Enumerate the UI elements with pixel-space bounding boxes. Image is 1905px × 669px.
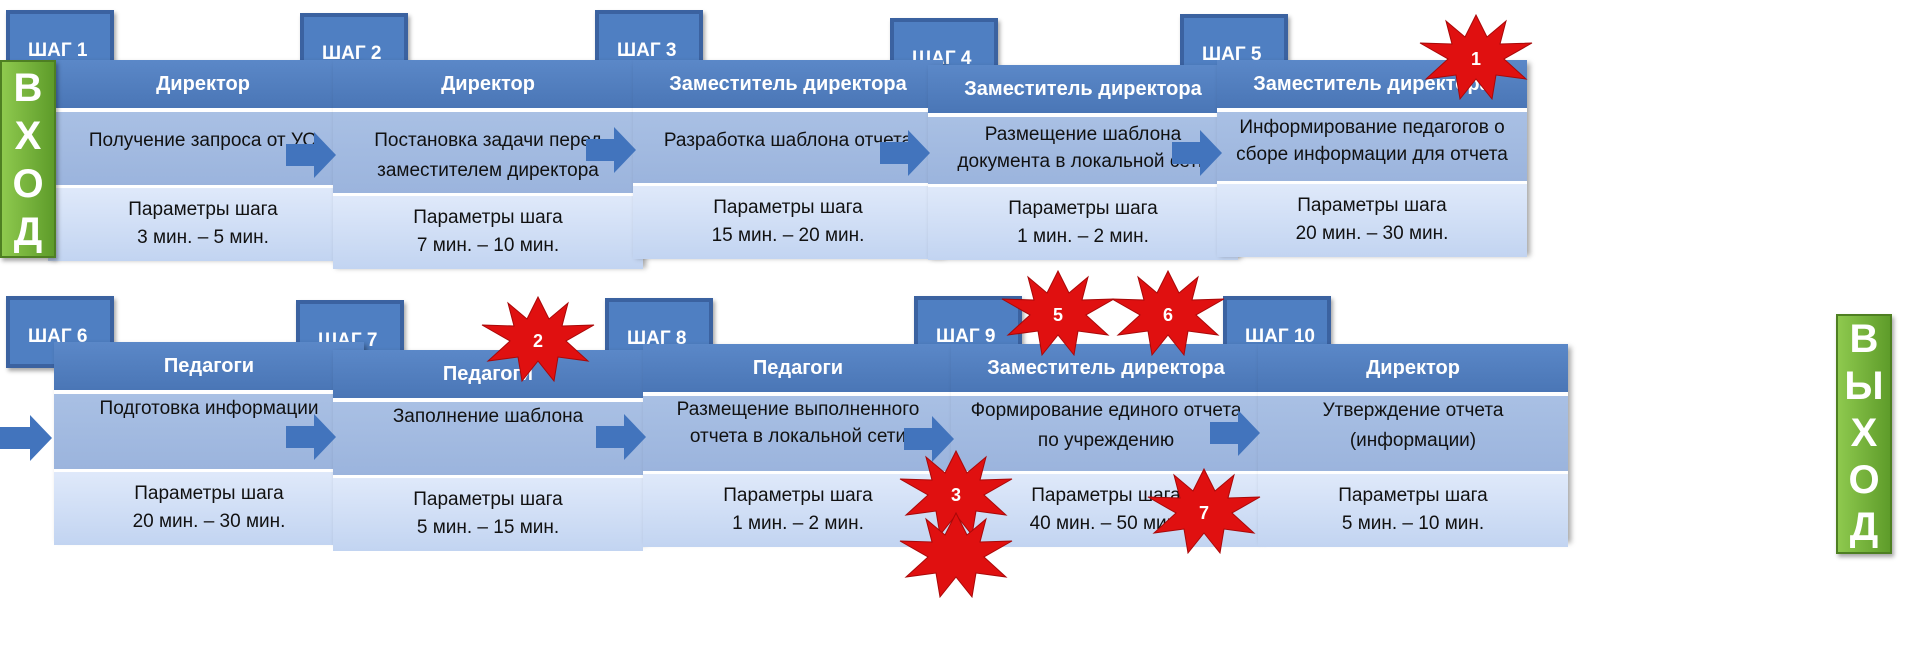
marker-7-icon: 7 xyxy=(1147,467,1261,555)
exit-letter: В xyxy=(1849,317,1879,361)
step-parameters: Параметры шага 5 мин. – 10 мин. xyxy=(1258,474,1568,547)
exit-letter: Д xyxy=(1849,505,1879,549)
step-parameters: Параметры шага 5 мин. – 15 мин. xyxy=(333,478,643,551)
step-time: 40 мин. – 50 мин. xyxy=(1029,513,1183,534)
step-role: Педагоги xyxy=(333,350,643,402)
step-6-card: Педагоги Подготовка информации Параметры… xyxy=(54,342,364,545)
step-parameters: Параметры шага 3 мин. – 5 мин. xyxy=(48,188,358,261)
step-time: 20 мин. – 30 мин. xyxy=(132,511,286,532)
exit-bar: В Ы Х О Д xyxy=(1836,314,1892,554)
params-label: Параметры шага xyxy=(413,207,563,228)
step-role: Заместитель директора xyxy=(928,65,1238,117)
arrow-step4-to-5 xyxy=(1172,130,1222,176)
step-tab-label: ШАГ 9 xyxy=(936,326,996,347)
marker-1-icon: 1 xyxy=(1419,13,1533,101)
exit-letter: Х xyxy=(1850,411,1878,455)
step-tab-label: ШАГ 6 xyxy=(28,326,88,347)
marker-4-icon: 4 xyxy=(899,511,1013,600)
step-7-card: Педагоги Заполнение шаблона Параметры ша… xyxy=(333,350,643,551)
step-time: 20 мин. – 30 мин. xyxy=(1295,223,1449,244)
entry-letter: Д xyxy=(13,210,43,254)
marker-6-icon: 6 xyxy=(1111,269,1225,357)
step-9-card: Заместитель директора Формирование едино… xyxy=(951,344,1261,547)
step-tab-label: ШАГ 3 xyxy=(617,40,677,61)
step-parameters: Параметры шага 15 мин. – 20 мин. xyxy=(633,186,943,259)
step-tab-label: ШАГ 5 xyxy=(1202,44,1262,65)
params-label: Параметры шага xyxy=(1008,198,1158,219)
arrow-step2-to-3 xyxy=(586,127,636,173)
exit-letter: Ы xyxy=(1844,364,1884,408)
step-tab-label: ШАГ 2 xyxy=(322,43,382,64)
marker-number: 4 xyxy=(951,584,961,600)
arrow-step5-to-6 xyxy=(0,415,52,461)
step-time: 7 мин. – 10 мин. xyxy=(416,235,560,256)
step-time: 15 мин. – 20 мин. xyxy=(711,225,865,246)
step-time: 5 мин. – 15 мин. xyxy=(416,517,560,538)
step-tab-label: ШАГ 10 xyxy=(1245,326,1315,347)
exit-letter: О xyxy=(1848,458,1880,502)
arrow-step7-to-8 xyxy=(596,414,646,460)
params-label: Параметры шага xyxy=(713,197,863,218)
step-parameters: Параметры шага 20 мин. – 30 мин. xyxy=(1217,184,1527,257)
step-description: Формирование единого отчета по учреждени… xyxy=(951,396,1261,474)
step-role: Педагоги xyxy=(54,342,364,394)
entry-letter: В xyxy=(13,66,43,110)
marker-number: 5 xyxy=(1053,305,1063,325)
arrow-step9-to-10 xyxy=(1210,410,1260,456)
step-description: Получение запроса от УО xyxy=(48,112,358,188)
step-8-card: Педагоги Размещение выполненного отчета … xyxy=(643,344,953,547)
step-parameters: Параметры шага 1 мин. – 2 мин. xyxy=(643,474,953,547)
marker-number: 3 xyxy=(951,485,961,505)
step-time: 1 мин. – 2 мин. xyxy=(732,513,864,534)
params-label: Параметры шага xyxy=(134,483,284,504)
params-label: Параметры шага xyxy=(1297,195,1447,216)
marker-number: 6 xyxy=(1163,305,1173,325)
marker-number: 7 xyxy=(1199,503,1209,523)
params-label: Параметры шага xyxy=(1338,485,1488,506)
step-role: Педагоги xyxy=(643,344,953,396)
entry-letter: Х xyxy=(14,114,42,158)
arrow-step1-to-2 xyxy=(286,132,336,178)
step-time: 5 мин. – 10 мин. xyxy=(1341,513,1485,534)
step-description: Размещение выполненного отчета в локальн… xyxy=(643,396,953,474)
step-parameters: Параметры шага 1 мин. – 2 мин. xyxy=(928,187,1238,260)
step-role: Заместитель директора xyxy=(633,60,943,112)
step-description: Утверждение отчета (информации) xyxy=(1258,396,1568,474)
step-role: Директор xyxy=(1258,344,1568,396)
step-time: 1 мин. – 2 мин. xyxy=(1017,226,1149,247)
step-3-card: Заместитель директора Разработка шаблона… xyxy=(633,60,943,259)
entry-letter: О xyxy=(12,162,44,206)
marker-2-icon: 2 xyxy=(481,295,595,383)
params-label: Параметры шага xyxy=(723,485,873,506)
step-description: Заполнение шаблона xyxy=(333,402,643,478)
step-parameters: Параметры шага 7 мин. – 10 мин. xyxy=(333,196,643,269)
step-tab-label: ШАГ 8 xyxy=(627,328,687,349)
arrow-step8-to-9 xyxy=(904,416,954,462)
marker-5-icon: 5 xyxy=(1001,269,1115,357)
arrow-step6-to-7 xyxy=(286,414,336,460)
params-label: Параметры шага xyxy=(128,199,278,220)
step-time: 3 мин. – 5 мин. xyxy=(137,227,269,248)
params-label: Параметры шага xyxy=(413,489,563,510)
step-8-tab: ШАГ 8 xyxy=(605,298,713,370)
marker-number: 1 xyxy=(1471,49,1481,69)
step-role: Директор xyxy=(333,60,643,112)
step-description: Информирование педагогов о сборе информа… xyxy=(1217,112,1527,184)
step-tab-label: ШАГ 1 xyxy=(28,40,88,61)
step-parameters: Параметры шага 20 мин. – 30 мин. xyxy=(54,472,364,545)
step-5-card: Заместитель директора Информирование пед… xyxy=(1217,60,1527,257)
arrow-step3-to-4 xyxy=(880,130,930,176)
marker-number: 2 xyxy=(533,331,543,351)
step-10-card: Директор Утверждение отчета (информации)… xyxy=(1258,344,1568,547)
step-role: Директор xyxy=(48,60,358,112)
step-role: Заместитель директора xyxy=(951,344,1261,396)
params-label: Параметры шага xyxy=(1031,485,1181,506)
entry-bar: В Х О Д xyxy=(0,60,56,258)
